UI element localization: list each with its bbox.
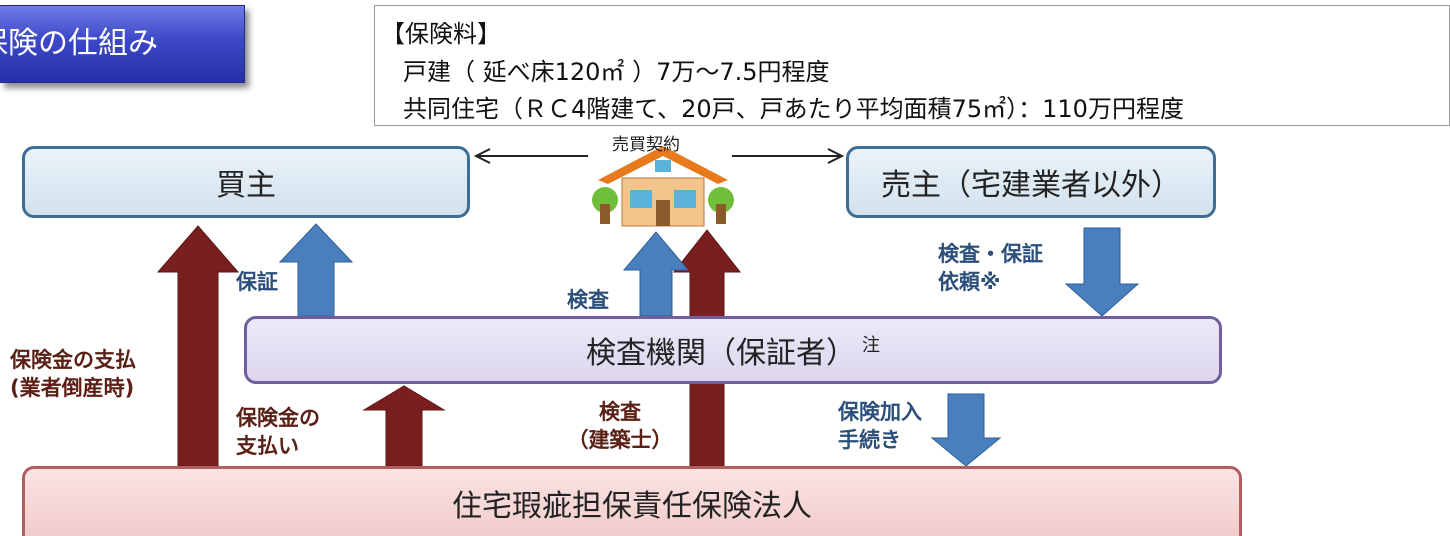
- payment-arrow: [362, 385, 446, 467]
- buyer-label: 買主: [216, 168, 276, 203]
- insurer-label: 住宅瑕疵担保責任保険法人: [452, 488, 812, 524]
- inspection-label: 検査: [567, 288, 609, 312]
- guarantee-arrow: [278, 223, 354, 317]
- premium-note-box: 【保険料】 戸建（ 延べ床120㎡ ）7万〜7.5円程度 共同住宅（ＲＣ4階建て…: [374, 5, 1450, 126]
- page-title: 保険の仕組み: [0, 5, 245, 83]
- agency-note-mark: 注: [862, 335, 880, 356]
- inspection-architect-label: 検査 （建築士）: [560, 398, 680, 454]
- request-label-line1: 検査・保証: [938, 242, 1043, 266]
- payout-label: 保険金の支払 (業者倒産時): [10, 346, 136, 402]
- request-label: 検査・保証 依頼※: [938, 240, 1043, 296]
- buyer-box: 買主: [22, 146, 470, 218]
- inspection-agency-box: 検査機関（保証者） 注: [244, 316, 1222, 384]
- insurer-box: 住宅瑕疵担保責任保険法人: [22, 466, 1242, 536]
- payment-label-line1: 保険金の: [236, 406, 320, 430]
- contract-arrow: [473, 148, 845, 164]
- agency-label: 検査機関（保証者）: [586, 336, 856, 371]
- premium-heading: 【保険料】: [381, 20, 501, 48]
- inspection-architect-line1: 検査: [599, 400, 641, 424]
- premium-line-house: 戸建（ 延べ床120㎡ ）7万〜7.5円程度: [403, 58, 830, 86]
- page-title-text: 保険の仕組み: [0, 26, 158, 61]
- blue-arrows: [278, 223, 1140, 467]
- premium-line-apartment: 共同住宅（ＲＣ4階建て、20戸、戸あたり平均面積75㎡）：110万円程度: [403, 95, 1184, 123]
- guarantee-label: 保証: [236, 270, 278, 294]
- inspection-arrow: [622, 231, 690, 317]
- enroll-arrow: [930, 393, 1002, 467]
- payout-label-line2: (業者倒産時): [10, 376, 135, 400]
- request-label-line2: 依頼※: [938, 270, 1001, 294]
- enroll-label-line2: 手続き: [838, 428, 901, 452]
- payment-label-line2: 支払い: [236, 434, 299, 458]
- seller-label: 売主（宅建業者以外）: [881, 168, 1181, 203]
- enroll-label-line1: 保険加入: [838, 400, 922, 424]
- payment-label: 保険金の 支払い: [236, 404, 320, 460]
- enroll-label: 保険加入 手続き: [838, 398, 922, 454]
- house-icon: [592, 146, 734, 227]
- payout-arrow: [156, 225, 240, 467]
- seller-box: 売主（宅建業者以外）: [846, 146, 1216, 218]
- request-arrow: [1064, 227, 1140, 317]
- payout-label-line1: 保険金の支払: [10, 348, 136, 372]
- inspection-architect-line2: （建築士）: [567, 428, 673, 452]
- contract-label: 売買契約: [612, 135, 680, 155]
